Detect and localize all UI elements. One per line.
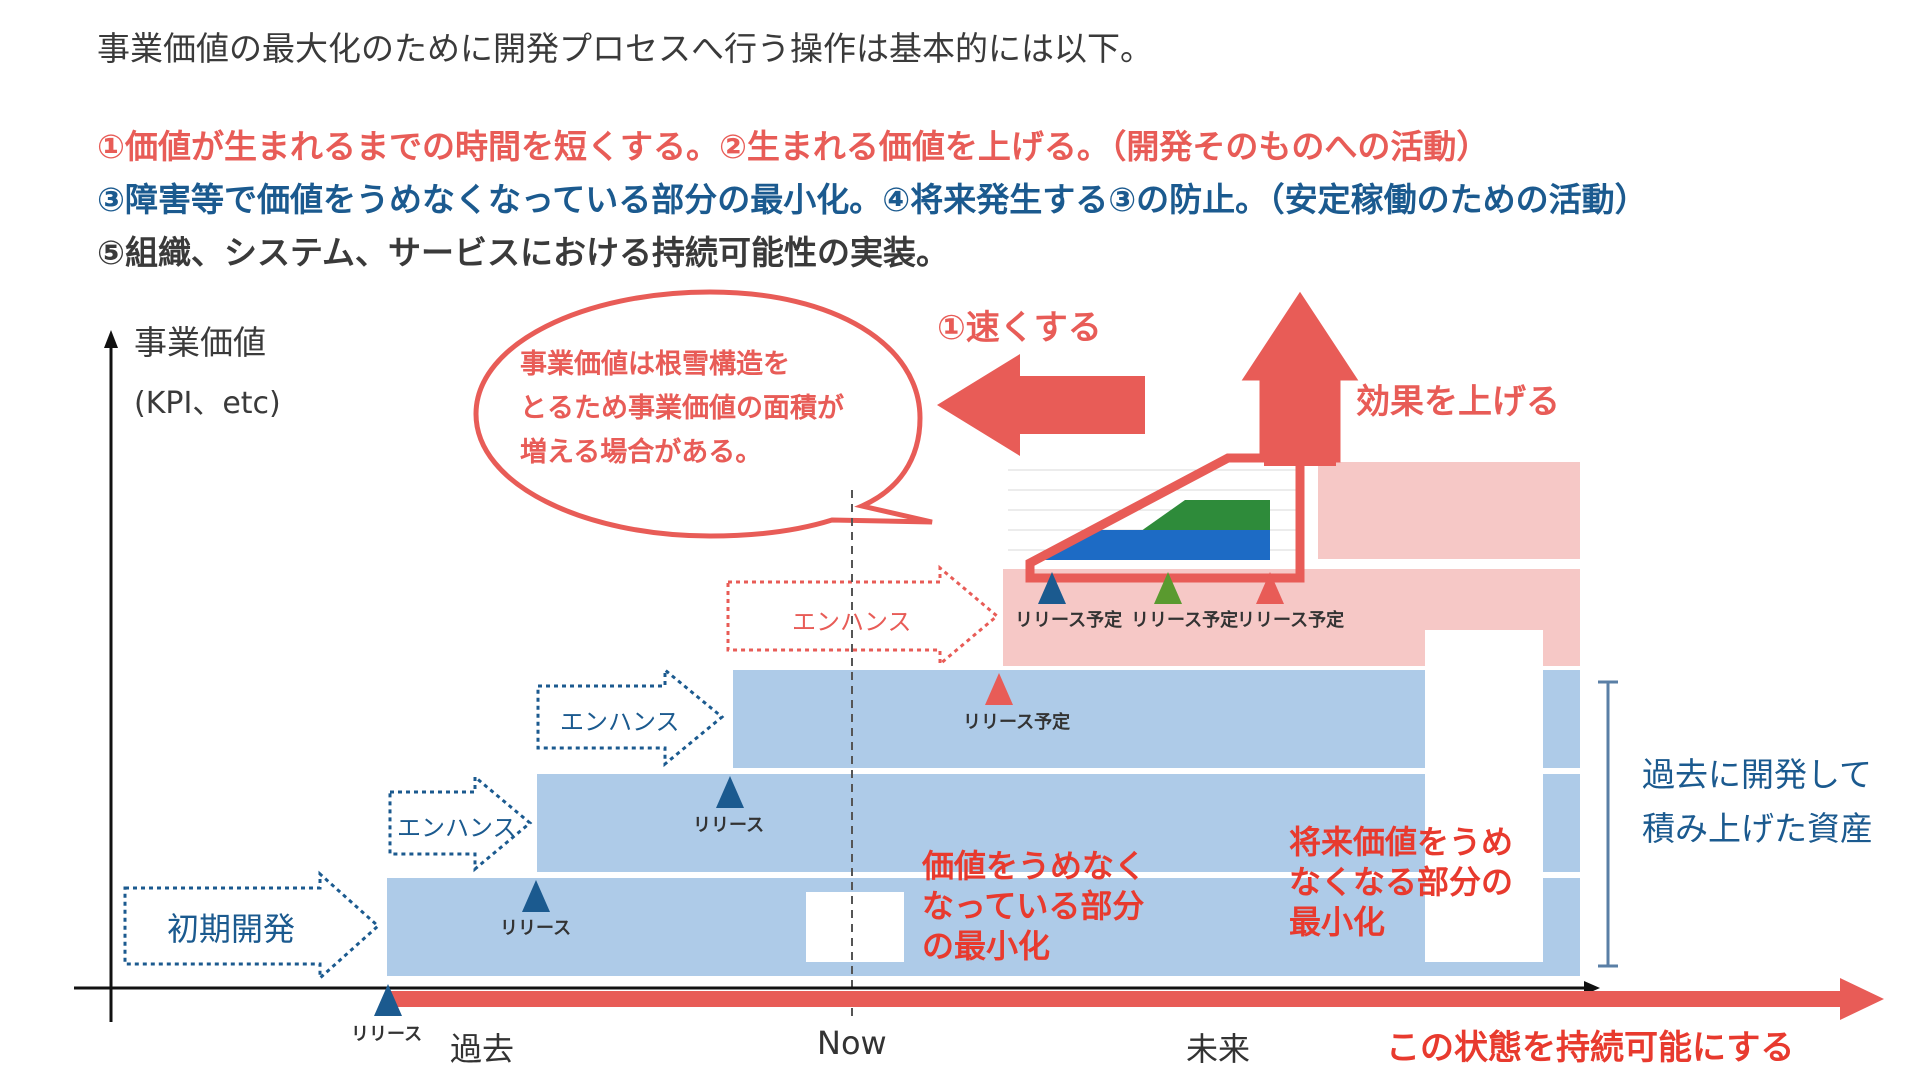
minimize-line: 価値をうめなく bbox=[922, 847, 1147, 885]
minimize-label: 価値をうめなく なっている部分 の最小化 bbox=[922, 846, 1146, 966]
assets-line: 過去に開発して bbox=[1642, 755, 1873, 794]
future-line: 最小化 bbox=[1289, 903, 1386, 941]
activity-line-dev: ①価値が生まれるまでの時間を短くする。②生まれる価値を上げる。（開発そのものへの… bbox=[97, 127, 1490, 166]
sustain-label: この状態を持続可能にする bbox=[1386, 1028, 1795, 1068]
release-marker bbox=[716, 776, 744, 808]
effect-arrow-head bbox=[1250, 296, 1352, 378]
x-label-now: Now bbox=[817, 1024, 887, 1062]
initial-dev-label: 初期開発 bbox=[167, 910, 296, 948]
effect-arrow-shaft bbox=[1264, 376, 1336, 466]
release-planned-label: リリース予定 bbox=[1237, 610, 1345, 631]
release-planned-marker bbox=[985, 673, 1013, 705]
bubble-line: 事業価値は根雪構造を bbox=[520, 349, 790, 380]
future-line: なくなる部分の bbox=[1289, 863, 1514, 901]
bubble-line: とるため事業価値の面積が bbox=[520, 393, 844, 424]
future-value-area-upper bbox=[1318, 462, 1580, 559]
value-band-base bbox=[387, 878, 1580, 976]
release-planned-marker bbox=[1038, 572, 1066, 604]
enhance-arrow-3 bbox=[726, 564, 1000, 668]
value-loss-block bbox=[806, 892, 904, 962]
release-marker bbox=[522, 880, 550, 912]
minimize-line: の最小化 bbox=[922, 927, 1051, 965]
activity-line-sustain: ⑤組織、システム、サービスにおける持続可能性の実装。 bbox=[97, 233, 949, 272]
enhance-arrow-1 bbox=[388, 773, 533, 873]
enhance-label-1: エンハンス bbox=[397, 814, 517, 842]
effect-label: 効果を上げる bbox=[1356, 382, 1560, 422]
x-label-past: 過去 bbox=[450, 1030, 515, 1068]
speech-bubble bbox=[473, 289, 933, 539]
minimize-line: なっている部分 bbox=[922, 887, 1145, 925]
y-axis-label: 事業価値 bbox=[134, 323, 266, 362]
release-planned-label: リリース予定 bbox=[1015, 610, 1123, 631]
y-axis-arrowhead bbox=[104, 330, 118, 348]
x-label-future: 未来 bbox=[1186, 1030, 1251, 1068]
activity-line-stability: ③障害等で価値をうめなくなっている部分の最小化。④将来発生する③の防止。（安定稼… bbox=[97, 180, 1648, 219]
future-value-loss-block bbox=[1425, 630, 1543, 962]
growth-area-blue bbox=[1040, 530, 1270, 560]
bubble-text: 事業価値は根雪構造を とるため事業価値の面積が 増える場合がある。 bbox=[520, 343, 844, 475]
speed-label: ①速くする bbox=[937, 308, 1102, 348]
bubble-line: 増える場合がある。 bbox=[520, 437, 763, 468]
assets-label: 過去に開発して 積み上げた資産 bbox=[1642, 748, 1873, 856]
sustain-arrow-head bbox=[1840, 978, 1884, 1020]
assets-line: 積み上げた資産 bbox=[1642, 809, 1873, 848]
sustain-arrow-shaft bbox=[387, 991, 1857, 1007]
release-label: リリース bbox=[351, 1024, 423, 1045]
enhance-arrow-2 bbox=[536, 666, 725, 768]
speed-arrow bbox=[937, 354, 1145, 456]
release-planned-marker bbox=[1154, 572, 1182, 604]
release-planned-label: リリース予定 bbox=[1131, 610, 1239, 631]
release-planned-label: リリース予定 bbox=[963, 712, 1071, 733]
future-minimize-label: 将来価値をうめ なくなる部分の 最小化 bbox=[1289, 822, 1513, 942]
y-axis-sublabel: (KPI、etc) bbox=[134, 386, 281, 421]
enhance-label-2: エンハンス bbox=[560, 708, 680, 736]
future-line: 将来価値をうめ bbox=[1289, 823, 1514, 861]
release-label: リリース bbox=[500, 918, 572, 939]
release-planned-marker bbox=[1256, 572, 1284, 604]
release-label: リリース bbox=[693, 815, 765, 836]
release-marker bbox=[374, 984, 402, 1016]
enhance-label-3: エンハンス bbox=[792, 608, 912, 636]
intro-text: 事業価値の最大化のために開発プロセスへ行う操作は基本的には以下。 bbox=[97, 29, 1153, 68]
value-band-middle bbox=[537, 774, 1580, 872]
